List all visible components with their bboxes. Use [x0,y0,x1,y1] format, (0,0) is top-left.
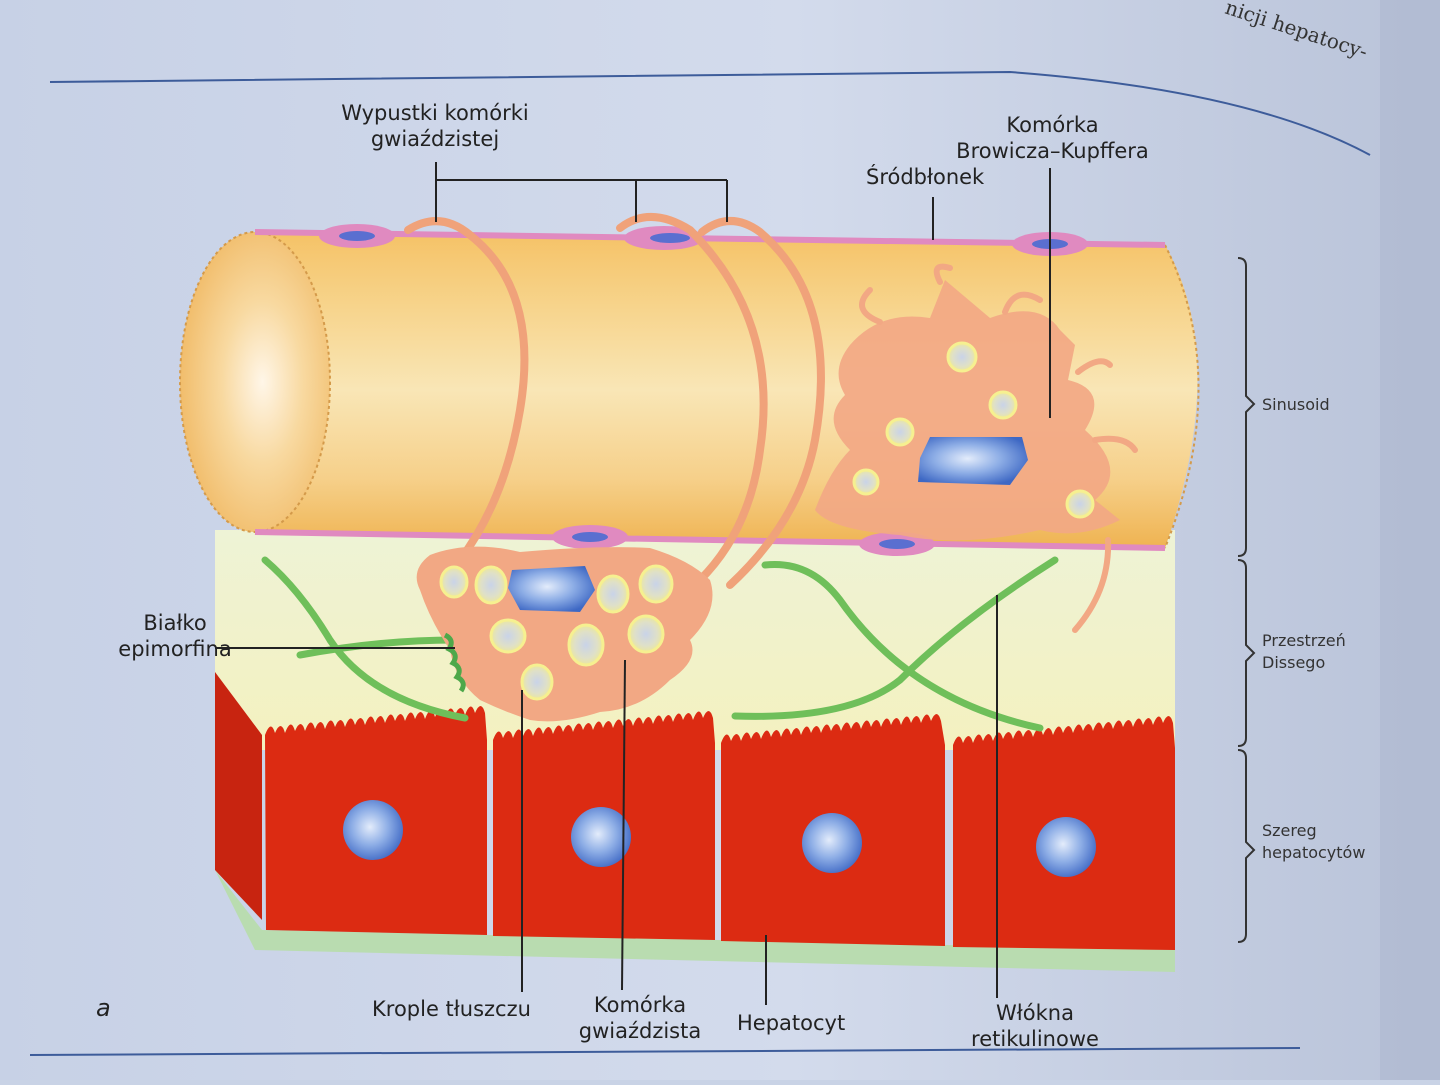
bracket-label-space-of-disse: Przestrzeń Dissego [1262,631,1346,672]
label-hepatocyte: Hepatocyt [737,1011,846,1035]
hepatocyte-nucleus [571,807,631,867]
figure-letter: a [96,994,111,1022]
epimorphin-mark [443,632,466,693]
endothelial-nucleus [339,231,375,241]
sinusoid-lumen-opening [179,231,331,533]
kupffer-vacuole [988,390,1018,420]
hepatocyte-nucleus [343,800,403,860]
label-epimorphin: Białko epimorfina [118,611,232,661]
fat-droplet [474,565,508,605]
kupffer-nucleus [918,437,1028,485]
fat-droplet [567,623,605,667]
stellate-process [404,217,529,564]
bottom-rule-line [29,1047,1301,1056]
stellate-processes [404,213,825,589]
sinusoid-far-end [1164,244,1200,549]
stellate-cell-leader [621,659,626,991]
kupffer-cell [815,263,1138,633]
kupffer-body [815,280,1120,541]
bracket-label-hepatocyte-row: Szereg hepatocytów [1262,821,1366,862]
page-edge-shadow [1380,0,1440,1080]
hepatocyte-nucleus [1036,817,1096,877]
hepatocyte-nucleus [802,813,862,873]
fat-droplet [638,564,674,604]
fat-droplet [439,565,469,599]
hepatocyte-row [215,672,1175,950]
stellate-cell [416,546,713,722]
bracket-label-sinusoid: Sinusoid [1262,395,1330,414]
hepatocyte-side [215,672,262,920]
hepatocyte-row-bracket [1237,749,1256,943]
reticular-fibers [261,556,1059,732]
kupffer-vacuole [852,468,880,496]
reticular-fiber [761,560,1044,732]
kupffer-process [859,263,1138,633]
endothelial-nucleus [650,233,690,243]
reticular-fiber [731,556,1059,720]
reticular-fiber [261,556,469,722]
kupffer-vacuole [885,417,915,447]
reticular-fiber [296,636,459,659]
label-reticular-fibers: Włókna retikulinowe [971,1001,1099,1051]
endothelium-bottom [254,529,1166,551]
disse-bracket [1237,559,1256,747]
fat-droplet [520,663,554,701]
kupffer-vacuole [1065,489,1095,519]
fat-droplet [596,574,630,614]
endothelial-nucleus [879,539,915,549]
stellate-processes-leader [435,162,728,222]
label-endothelium: Śródbłonek [866,165,985,189]
label-fat-droplets: Krople tłuszczu [372,997,531,1021]
stellate-nucleus [508,566,595,612]
space-of-disse [215,530,1175,750]
label-kupffer-cell: Komórka Browicza–Kupffera [956,113,1149,163]
fat-droplet [627,614,665,654]
sinusoid-bracket [1237,257,1256,557]
label-stellate-processes: Wypustki komórki gwiaździstej [341,101,529,151]
base-membrane [215,870,1175,972]
label-stellate-cell: Komórka gwiaździsta [578,993,702,1043]
top-rule-line [49,70,1371,156]
right-brackets [1237,257,1256,943]
fat-droplet [489,618,527,654]
stellate-process [698,217,825,589]
stellate-process [616,213,768,584]
kupffer-vacuole [946,341,978,373]
leader-lines [215,162,1051,1005]
endothelial-nucleus [572,532,608,542]
